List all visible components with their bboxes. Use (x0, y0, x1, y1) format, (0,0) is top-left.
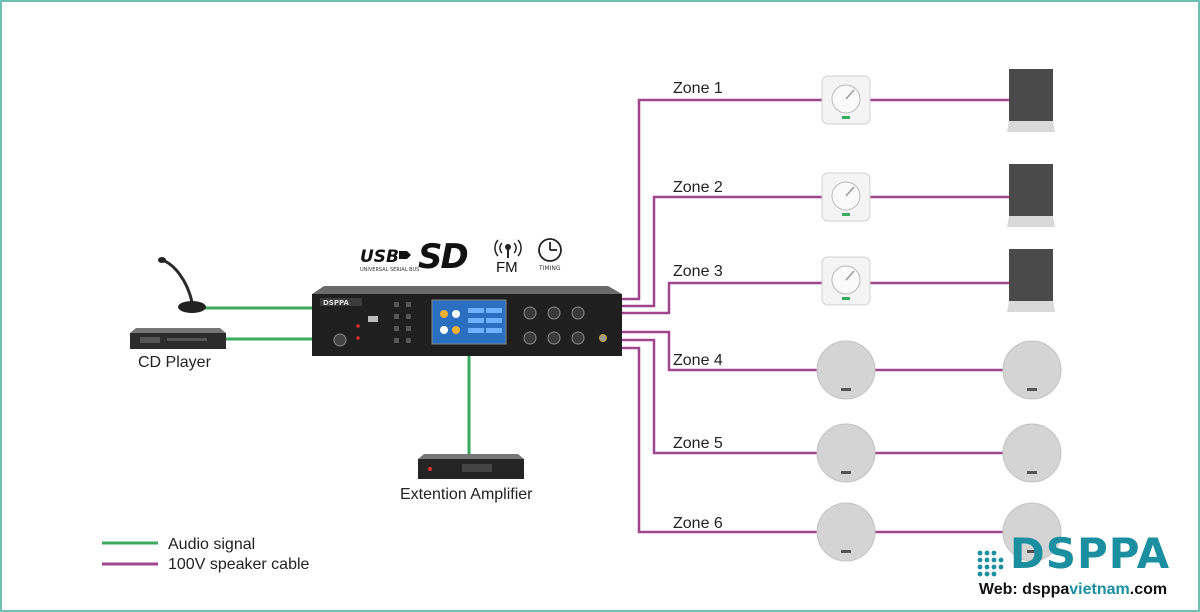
ceiling-speaker-zone-5a (816, 423, 876, 483)
mixer-knob (547, 306, 561, 320)
zone-2-cable (622, 195, 824, 308)
logo-brand-text: DSPPA (1009, 529, 1171, 578)
mixer-brand-badge (320, 298, 362, 306)
ceiling-speaker-zone-6b (1002, 502, 1062, 562)
wall-speaker-zone-3 (1007, 249, 1055, 312)
wall-speaker-zone-2 (1007, 164, 1055, 227)
headphone-jack (599, 334, 607, 342)
wall-speaker-base (1007, 216, 1055, 227)
zone-2-label: Zone 2 (673, 179, 723, 196)
wall-speaker-base (1007, 121, 1055, 132)
volume-controller-zone-1 (821, 75, 871, 125)
master-volume-knob (333, 333, 347, 347)
gooseneck-microphone (158, 257, 206, 313)
logo-dots-icon (977, 550, 1004, 577)
wall-speaker-body (1009, 164, 1053, 224)
touchscreen-icons (440, 308, 502, 334)
mixer-knob (523, 306, 537, 320)
wall-speaker-body (1009, 249, 1053, 309)
audio-signal-connections (204, 306, 471, 454)
wall-speaker-zone-1 (1007, 69, 1055, 132)
zone-3-label: Zone 3 (673, 263, 723, 280)
legend-audio-label: Audio signal (168, 536, 255, 553)
web-suffix: .com (1129, 580, 1168, 598)
mixer-button-grid (394, 302, 411, 343)
cd-player-device: CD Player (130, 328, 226, 371)
timing-label: TIMING (538, 265, 561, 272)
volume-controller-zone-3 (821, 256, 871, 306)
mixer-brand: DSPPA (323, 299, 349, 307)
knob-indicator (845, 186, 855, 197)
cd-player-label: CD Player (138, 354, 212, 371)
logo-website: Web: dsppavietnam.com (968, 581, 1178, 599)
wall-speakers (1007, 69, 1055, 312)
timer-clock-icon (538, 238, 562, 262)
zone-4-label: Zone 4 (673, 352, 723, 369)
microphone-head-icon (158, 257, 166, 263)
feature-icons: USB UNIVERSAL SERIAL BUS SD FM TIMING (360, 237, 562, 277)
zone-1-cable (622, 98, 824, 301)
volume-controllers (821, 75, 871, 306)
sd-card-icon: SD (418, 237, 467, 277)
status-led (356, 336, 360, 340)
volume-led (842, 297, 850, 300)
mixer-top-panel (312, 286, 622, 294)
ceiling-speaker-zone-5b (1002, 423, 1062, 483)
legend: Audio signal 100V speaker cable (102, 536, 310, 573)
knob-indicator (845, 270, 855, 281)
volume-controller-zone-2 (821, 172, 871, 222)
mixer-knob (571, 306, 585, 320)
zone-4-cable (622, 330, 818, 372)
ceiling-speaker-zone-4b (1002, 340, 1062, 400)
zone-5-cable (622, 338, 818, 455)
usb-subtitle: UNIVERSAL SERIAL BUS (360, 267, 419, 273)
usb-plug-icon (399, 251, 411, 259)
microphone-neck (161, 258, 194, 303)
extension-amplifier-device: Extention Amplifier (400, 454, 533, 503)
zone-6-cable (622, 346, 818, 534)
cd-display (140, 337, 160, 343)
ext-amp-top (418, 454, 524, 459)
zone-6-label: Zone 6 (673, 515, 723, 532)
web-highlight: vietnam (1069, 580, 1130, 598)
wall-speaker-base (1007, 301, 1055, 312)
power-led (356, 324, 360, 328)
mixer-knob (571, 331, 585, 345)
cd-tray (167, 338, 207, 341)
zone-3-cable (622, 281, 824, 315)
brand-logo: DSPPA Web: dsppavietnam.com (968, 532, 1178, 599)
mixer-knobs (523, 306, 585, 345)
mixer-amplifier: DSPPA (312, 286, 622, 356)
ext-amp-led (428, 467, 432, 471)
ceiling-speaker-zone-6a (816, 502, 876, 562)
usb-icon: USB (360, 247, 399, 267)
fm-label: FM (496, 259, 518, 276)
volume-led (842, 116, 850, 119)
logo-wordmark: DSPPA (968, 532, 1178, 579)
cd-player-top (130, 328, 226, 333)
usb-port (368, 316, 378, 322)
zone-labels: Zone 1 Zone 2 Zone 3 Zone 4 Zone 5 Zone … (673, 80, 723, 532)
mixer-knob (547, 331, 561, 345)
ceiling-speaker-zone-4a (816, 340, 876, 400)
zone-5-label: Zone 5 (673, 435, 723, 452)
microphone-base (178, 301, 206, 313)
fm-radio-icon (494, 239, 522, 258)
extension-amplifier-label: Extention Amplifier (400, 486, 533, 503)
volume-led (842, 213, 850, 216)
zone-1-label: Zone 1 (673, 80, 723, 97)
ext-amp-panel (462, 464, 492, 472)
speaker-cable-connections (622, 98, 1010, 534)
ceiling-speakers (816, 340, 1062, 562)
knob-indicator (845, 89, 855, 100)
mixer-knob (523, 331, 537, 345)
legend-speaker-label: 100V speaker cable (168, 556, 310, 573)
wall-speaker-body (1009, 69, 1053, 129)
web-prefix: Web: dsppa (978, 580, 1070, 598)
